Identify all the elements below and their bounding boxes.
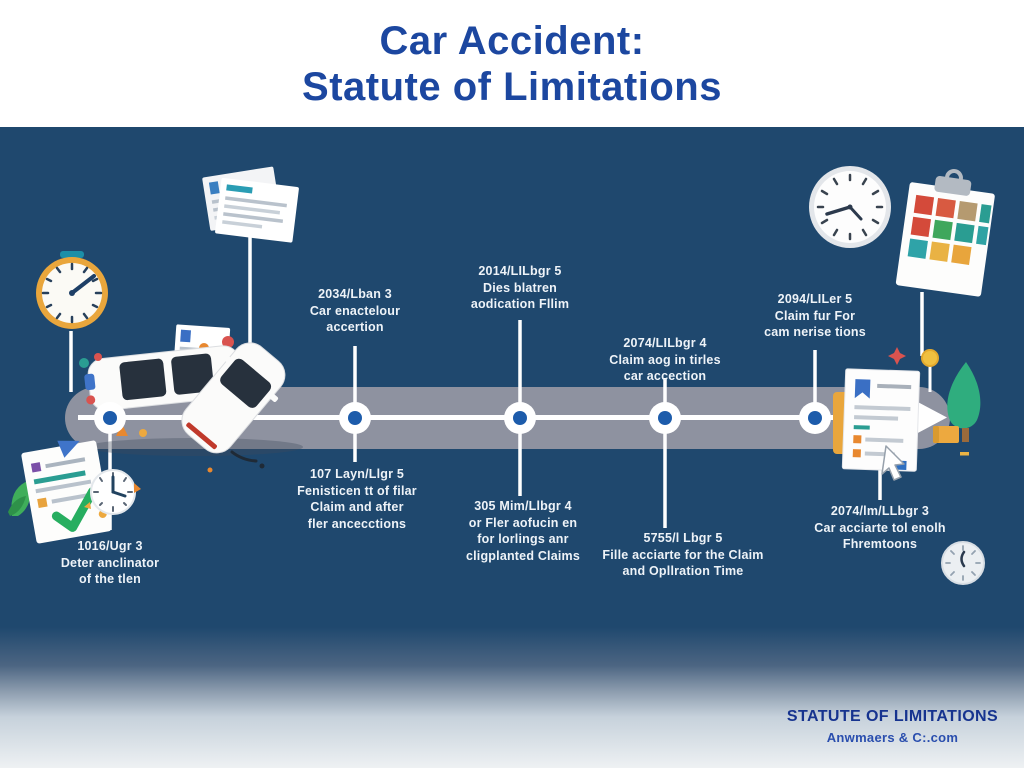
milestone-dot xyxy=(339,402,371,434)
stopwatch-icon xyxy=(36,251,108,329)
report-documents-icon xyxy=(202,166,299,243)
checklist-icon xyxy=(8,440,112,544)
title-line2: Statute of Limitations xyxy=(302,65,722,109)
milestone-dot xyxy=(799,402,831,434)
milestone-3-label-above: 2014/LILbgr 5 Dies blatren aodication Fl… xyxy=(470,264,570,311)
milestone-5-label-above: 2094/LILer 5 Claim fur For cam nerise ti… xyxy=(764,292,866,339)
wall-clock-icon xyxy=(809,166,891,248)
milestone-dot xyxy=(94,402,126,434)
milestone-1-label-below: 1016/Ugr 3 Deter anclinator of the tlen xyxy=(60,539,160,586)
timeline-axis xyxy=(78,400,947,435)
title-line1: Car Accident: xyxy=(379,19,645,63)
milestone-dot xyxy=(504,402,536,434)
footer-brand: STATUTE OF LIMITATIONS Anwmaers & C:.com xyxy=(775,708,1010,745)
star-icon xyxy=(888,347,906,365)
milestone-3-label-below: 305 Mim/Llbgr 4 or Fler aofucin en for l… xyxy=(465,499,581,563)
pin-icon xyxy=(921,349,939,392)
check-icon xyxy=(51,486,98,532)
mouse-cursor-icon xyxy=(881,445,905,481)
calendar-clipboard-icon xyxy=(895,168,995,297)
box-icon xyxy=(933,426,969,456)
bookmark-icon xyxy=(854,379,871,399)
milestone-dot xyxy=(649,402,681,434)
arrow-right-icon xyxy=(914,400,947,435)
small-clock-icon xyxy=(84,469,141,515)
claim-folder-document-icon xyxy=(833,368,921,481)
footer-subtitle: Anwmaers & C:.com xyxy=(826,730,959,745)
milestone-2-label-above: 2034/Lban 3 Car enactelour accertion xyxy=(309,287,401,334)
header: Car Accident: Statute of Limitations xyxy=(0,0,1024,127)
milestone-2-label-below: 107 Layn/Llgr 5 Fenisticen tt of filar C… xyxy=(297,467,417,531)
milestone-dots xyxy=(94,402,831,434)
footer-title: STATUTE OF LIMITATIONS xyxy=(786,708,999,725)
milestone-4-label-above: 2074/LILbgr 4 Claim aog in tirles car ac… xyxy=(609,336,721,383)
tree-icon xyxy=(947,362,981,442)
crashed-cars-icon xyxy=(79,324,303,473)
milestone-4-label-below: 5755/l Lbgr 5 Fille acciarte for the Cla… xyxy=(602,531,764,578)
bottom-clock-icon xyxy=(941,541,985,585)
page-title: Car Accident: Statute of Limitations xyxy=(0,18,1024,110)
milestone-5-label-below: 2074/lm/LLbgr 3 Car acciarte tol enolh F… xyxy=(814,504,946,551)
